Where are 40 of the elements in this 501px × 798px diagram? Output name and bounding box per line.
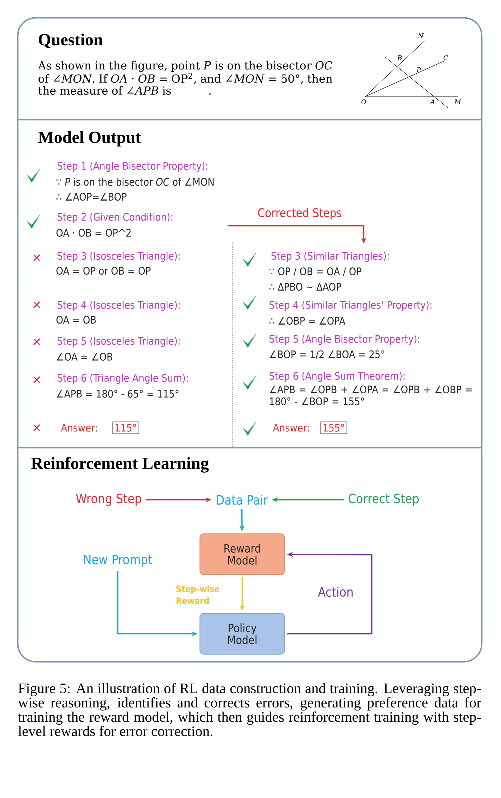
section-heading: Question	[39, 34, 103, 48]
flow-label: Data Pair	[217, 495, 268, 506]
step-heading: Step 3 (Isosceles Triangle):	[58, 252, 180, 262]
figure-caption: Figure 5: An illustration of RL data construction and training. Leveraging step-wise reasoning, identifies and corrects errors, generating preference data for training the reward model, which then guides reinforcement training with step-level rewards for error correction.	[18, 683, 482, 736]
model-box: Reward Model	[200, 534, 286, 576]
step-text: ∠APB = ∠OPB + ∠OPA = ∠OPB + ∠OBP = 180° - ∠BOP = 155°	[270, 386, 472, 406]
edge-label: Action	[317, 586, 355, 598]
step-text: ∠APB = 180° - 65° = 115°	[56, 390, 179, 398]
step-heading: Step 6 (Angle Sum Theorem):	[270, 372, 405, 382]
step-heading: Step 1 (Angle Bisector Property):	[58, 162, 208, 172]
step-text: ∵ P is on the bisector OC of ∠MON	[56, 178, 214, 186]
step-heading: Step 2 (Given Condition):	[58, 212, 173, 224]
step-text: ∴ ∠AOP=∠BOP	[56, 193, 127, 201]
question-text: As shown in the figure, point P is on the bisector OC of ∠MON. If OA · OB = OP$^{2}$, and ∠MON = 50°, then the measure of ∠APB is ______.	[38, 61, 333, 98]
step-heading: Step 5 (Angle Bisector Property):	[270, 334, 420, 346]
flow-label: Wrong Step	[76, 494, 142, 506]
answer-box: 115°	[112, 422, 140, 434]
answer-box: 155°	[320, 422, 348, 434]
step-text: OA · OB = OP^2	[56, 229, 131, 237]
flow-label: Correct Step	[349, 494, 419, 506]
answer-label: Answer:	[61, 424, 97, 432]
step-text: OA = OP or OB = OP	[56, 267, 151, 275]
step-text: OA = OB	[56, 316, 96, 324]
step-heading: Step 4 (Isosceles Triangle):	[58, 300, 180, 312]
step-text: ∵ OP / OB = OA / OP	[270, 268, 362, 276]
step-heading: Step 3 (Similar Triangles):	[272, 252, 389, 262]
step-text: ∴ ∆PBO ∼ ∆AOP	[270, 283, 342, 291]
step-heading: Step 5 (Isosceles Triangle):	[58, 336, 180, 348]
section-heading: Model Output	[38, 131, 142, 147]
step-text: ∠OA = ∠OB	[56, 353, 113, 361]
flow-label: New Prompt	[84, 554, 152, 568]
step-text: ∠BOP = 1/2 ∠BOA = 25°	[270, 350, 384, 360]
section-heading: Reinforcement Learning	[32, 457, 209, 473]
arrow-label: Corrected Steps	[258, 208, 342, 220]
step-heading: Step 6 (Triangle Angle Sum):	[58, 374, 188, 384]
step-text: ∴ ∠OBP = ∠OPA	[270, 317, 346, 325]
model-box: Policy Model	[200, 613, 286, 655]
edge-label: Step-wise Reward	[175, 584, 223, 606]
answer-label: Answer:	[273, 424, 309, 432]
step-heading: Step 4 (Similar Triangles' Property):	[270, 300, 432, 312]
